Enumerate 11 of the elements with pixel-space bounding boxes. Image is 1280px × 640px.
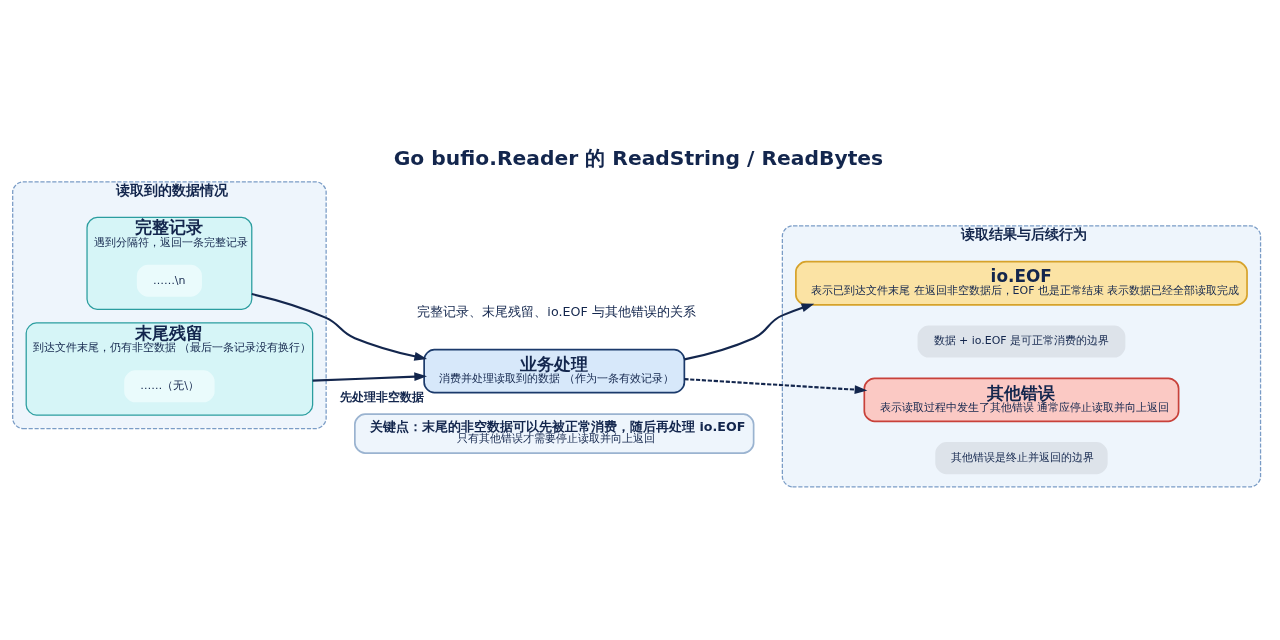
node-box: 关键点：末尾的非空数据可以先被正常消费，随后再处理 io.EOF 只有其他错误才需要停止读取并向上返回: [354, 413, 755, 454]
arrow: [312, 372, 427, 382]
node-label: 先处理非空数据: [339, 390, 424, 405]
arrow: [251, 293, 428, 361]
node-box: 其他错误 表示读取过程中发生了其他错误 通常应停止读取并向上返回: [863, 377, 1180, 423]
label: 完整记录、末尾残留、io.EOF 与其他错误的关系: [417, 303, 696, 319]
diagram-title: Go bufio.Reader 的 ReadString / ReadBytes: [393, 146, 884, 171]
arrow: [684, 378, 868, 395]
arrow: [684, 303, 815, 361]
node-box: 业务处理 消费并处理读取到的数据 （作为一条有效记录）: [423, 348, 686, 394]
node-box: io.EOF 表示已到达文件末尾 在返回非空数据后，EOF 也是正常结束 表示数据已经全部读取完成: [795, 260, 1248, 306]
